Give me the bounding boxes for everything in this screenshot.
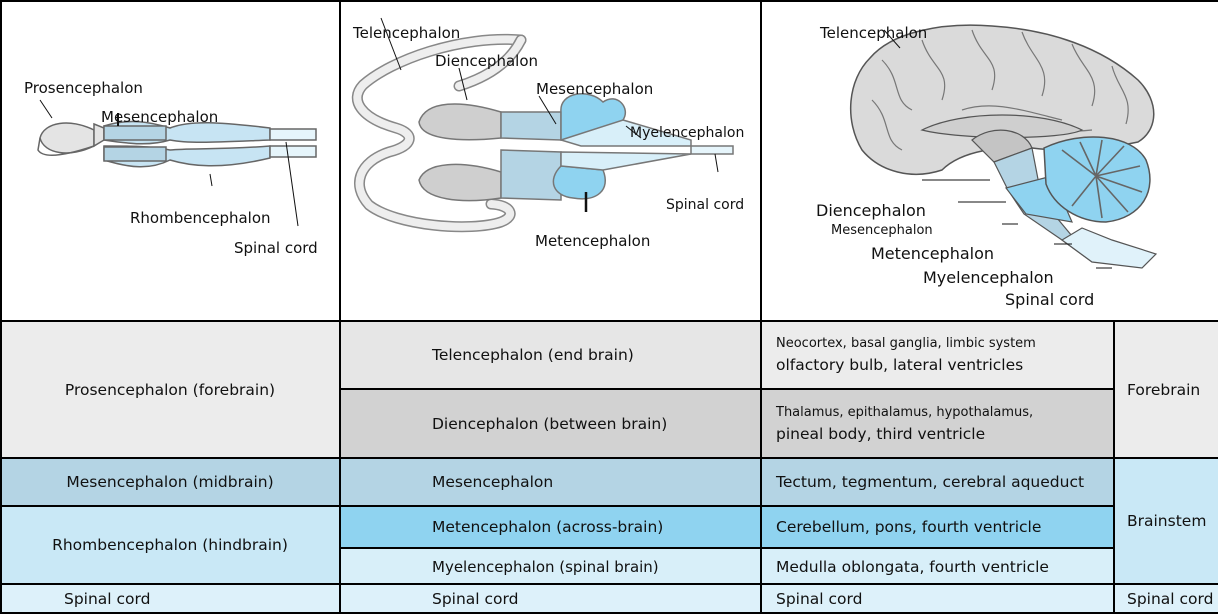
grid-line-v3 [1113, 322, 1115, 614]
text-rhombencephalon: Rhombencephalon (hindbrain) [52, 536, 288, 554]
text-forebrain: Forebrain [1127, 381, 1200, 399]
text-spinal-cord-division: Spinal cord [1127, 590, 1213, 608]
text-spinal-cord-sub: Spinal cord [432, 590, 518, 608]
label-metencephalon: Metencephalon [871, 246, 994, 262]
cell-diencephalon-structures: Thalamus, epithalamus, hypothalamus, pin… [762, 390, 1114, 458]
text-telencephalon-structures-2: olfactory bulb, lateral ventricles [776, 354, 1023, 376]
label-myelencephalon: Myelencephalon [630, 126, 744, 140]
cell-metencephalon: Metencephalon (across-brain) [341, 506, 761, 547]
grid-line-h-prosen [0, 457, 1218, 459]
grid-line-h-rhomb [0, 583, 1218, 585]
text-myelencephalon-structures: Medulla oblongata, fourth ventricle [776, 558, 1049, 576]
label-myelencephalon: Myelencephalon [923, 270, 1054, 286]
cell-diencephalon: Diencephalon (between brain) [341, 390, 761, 458]
label-metencephalon: Metencephalon [535, 234, 650, 249]
cell-spinal-cord-structures: Spinal cord [762, 584, 1114, 614]
grid-line-h-panels [0, 320, 1218, 322]
label-telencephalon: Telencephalon [820, 26, 927, 41]
panel-five-vesicle-stage: Telencephalon Diencephalon Mesencephalon… [341, 0, 761, 322]
cell-brainstem: Brainstem [1115, 458, 1218, 584]
cell-spinal-cord-sub: Spinal cord [341, 584, 761, 614]
cell-prosencephalon: Prosencephalon (forebrain) [0, 322, 340, 458]
label-spinal-cord: Spinal cord [234, 241, 318, 256]
text-brainstem: Brainstem [1127, 512, 1206, 530]
text-metencephalon-structures: Cerebellum, pons, fourth ventricle [776, 518, 1041, 536]
cell-mesencephalon: Mesencephalon (midbrain) [0, 458, 340, 506]
text-spinal-cord-structures: Spinal cord [776, 590, 862, 608]
panel-adult-brain: Telencephalon Diencephalon Mesencephalon… [762, 0, 1218, 322]
grid-line-h-telen [341, 388, 1115, 390]
label-diencephalon: Diencephalon [816, 203, 926, 219]
text-diencephalon: Diencephalon (between brain) [432, 415, 667, 433]
grid-line-h-meten [341, 547, 1115, 549]
label-mesencephalon: Mesencephalon [101, 110, 218, 125]
cell-telencephalon-structures: Neocortex, basal ganglia, limbic system … [762, 322, 1114, 388]
text-myelencephalon: Myelencephalon (spinal brain) [432, 558, 659, 576]
panel-three-vesicle-stage: Prosencephalon Mesencephalon Rhombenceph… [0, 0, 340, 322]
text-prosencephalon: Prosencephalon (forebrain) [65, 381, 275, 399]
cell-metencephalon-structures: Cerebellum, pons, fourth ventricle [762, 506, 1114, 547]
text-spinal-cord-region: Spinal cord [64, 590, 150, 608]
label-telencephalon: Telencephalon [353, 26, 460, 41]
cell-spinal-cord-region: Spinal cord [0, 584, 340, 614]
grid-line-left [0, 0, 2, 614]
cell-myelencephalon: Myelencephalon (spinal brain) [341, 549, 761, 584]
text-telencephalon-structures-1: Neocortex, basal ganglia, limbic system [776, 334, 1036, 354]
grid-line-v1 [339, 0, 341, 614]
label-diencephalon: Diencephalon [435, 54, 538, 69]
cell-mesencephalon-sub: Mesencephalon [341, 458, 761, 506]
label-rhombencephalon: Rhombencephalon [130, 211, 271, 226]
neural-tube-three-vesicle-illustration [0, 0, 340, 322]
label-spinal-cord: Spinal cord [666, 198, 744, 212]
text-diencephalon-structures-2: pineal body, third ventricle [776, 423, 985, 445]
text-diencephalon-structures-1: Thalamus, epithalamus, hypothalamus, [776, 403, 1033, 423]
cell-forebrain: Forebrain [1115, 322, 1218, 458]
label-spinal-cord: Spinal cord [1005, 292, 1094, 308]
grid-line-v2 [760, 0, 762, 614]
text-telencephalon: Telencephalon (end brain) [432, 346, 634, 364]
label-prosencephalon: Prosencephalon [24, 81, 143, 96]
cell-spinal-cord-division: Spinal cord [1115, 584, 1218, 614]
text-metencephalon: Metencephalon (across-brain) [432, 518, 663, 536]
grid-line-top [0, 0, 1218, 2]
neural-tube-five-vesicle-illustration [341, 0, 761, 322]
label-mesencephalon: Mesencephalon [536, 82, 653, 97]
brain-regions-table: Prosencephalon (forebrain) Mesencephalon… [0, 322, 1218, 614]
cell-telencephalon: Telencephalon (end brain) [341, 322, 761, 388]
cell-rhombencephalon: Rhombencephalon (hindbrain) [0, 506, 340, 584]
grid-line-h-mesen [0, 505, 1115, 507]
text-mesencephalon: Mesencephalon (midbrain) [66, 473, 273, 491]
figure-top-row: Prosencephalon Mesencephalon Rhombenceph… [0, 0, 1218, 322]
text-mesencephalon-structures: Tectum, tegmentum, cerebral aqueduct [776, 473, 1084, 491]
cell-mesencephalon-structures: Tectum, tegmentum, cerebral aqueduct [762, 458, 1114, 506]
text-mesencephalon-sub: Mesencephalon [432, 473, 553, 491]
cell-myelencephalon-structures: Medulla oblongata, fourth ventricle [762, 549, 1114, 584]
label-mesencephalon: Mesencephalon [831, 224, 933, 237]
